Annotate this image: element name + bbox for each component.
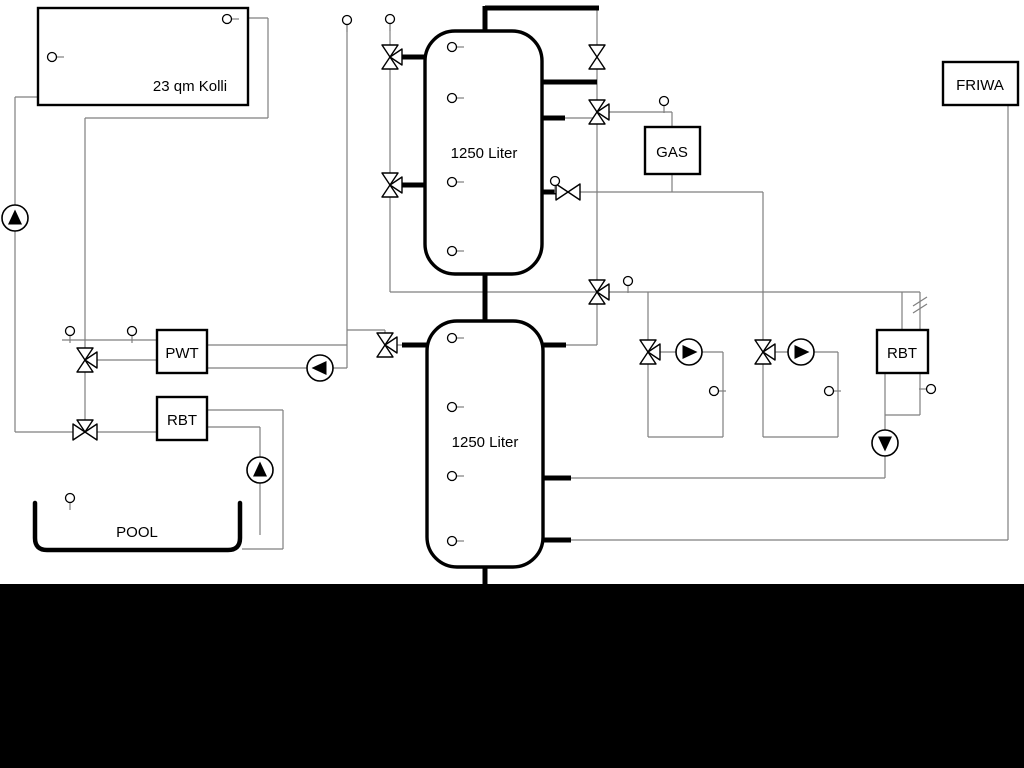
buffer-tank-2: 1250 Liter [425,319,545,569]
rbt-left-unit: RBT [155,395,209,442]
solar-collector: 23 qm Kolli [36,6,250,107]
gas-boiler: GAS [643,125,702,176]
collector-label: 23 qm Kolli [153,78,227,95]
rbt-right-unit: RBT [875,328,930,375]
gas-label: GAS [656,144,688,161]
buffer-tank-1: 1250 Liter [423,29,544,276]
pipe-break-mark [912,296,928,307]
main-pipes [402,5,599,584]
pipe-break-mark [912,303,928,314]
heating-circuit2-pump-icon [787,338,815,366]
rbt-right-label: RBT [887,345,917,362]
rbt-pump-icon [871,429,899,457]
pool: POOL [32,500,243,553]
tank2-label: 1250 Liter [452,434,519,451]
pool-pump-icon [246,456,274,484]
pwt-label: PWT [165,345,198,362]
friwa-label: FRIWA [956,77,1004,94]
heating-circuit1-pump-icon [675,338,703,366]
tank1-label: 1250 Liter [451,145,518,162]
friwa-station: FRIWA [941,60,1020,107]
rbt-left-label: RBT [167,412,197,429]
collector-pump-icon [1,204,29,232]
footer-black-band [0,584,1024,768]
pwt-pump-icon [306,354,334,382]
pool-label: POOL [116,524,158,541]
pwt-heat-exchanger: PWT [155,328,209,375]
